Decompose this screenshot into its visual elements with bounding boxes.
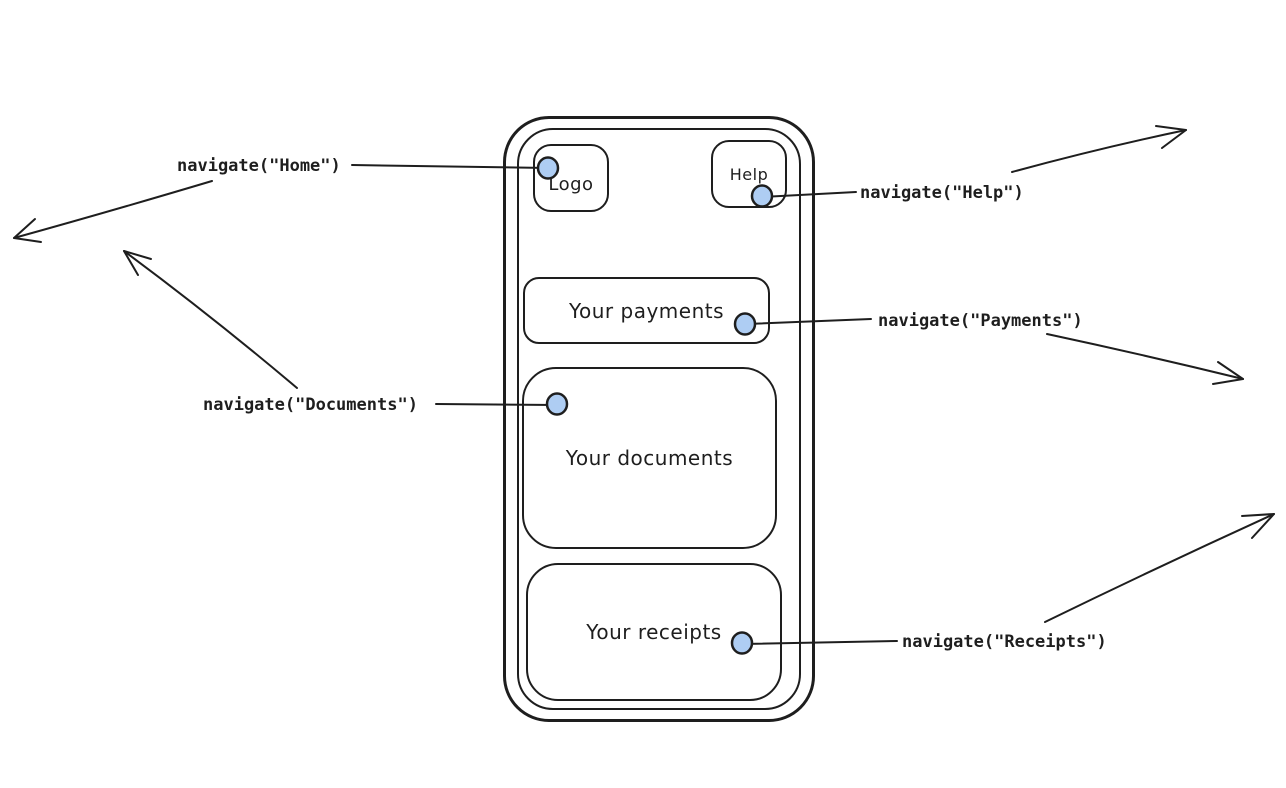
arrow-receipts-out: [1044, 513, 1275, 623]
help-button[interactable]: Help: [711, 140, 787, 208]
arrow-help-out: [1011, 125, 1187, 173]
arrow-home-out: [13, 180, 213, 243]
arrow-payments-out: [1046, 333, 1244, 385]
logo-button-label: Logo: [548, 173, 594, 195]
annotation-navigate-receipts: navigate("Receipts"): [902, 632, 1107, 652]
annotation-navigate-home: navigate("Home"): [177, 156, 341, 176]
logo-button[interactable]: Logo: [533, 144, 609, 212]
documents-button[interactable]: Your documents: [522, 367, 777, 549]
annotation-navigate-help: navigate("Help"): [860, 183, 1024, 203]
annotation-navigate-payments: navigate("Payments"): [878, 311, 1083, 331]
annotation-navigate-documents: navigate("Documents"): [203, 395, 418, 415]
payments-button[interactable]: Your payments: [523, 277, 770, 344]
help-button-label: Help: [729, 164, 769, 184]
payments-button-label: Your payments: [568, 298, 725, 323]
receipts-button[interactable]: Your receipts: [526, 563, 782, 701]
phone-screen: [517, 128, 801, 710]
documents-button-label: Your documents: [565, 446, 734, 470]
arrow-documents-out: [123, 250, 298, 389]
receipts-button-label: Your receipts: [586, 620, 722, 644]
